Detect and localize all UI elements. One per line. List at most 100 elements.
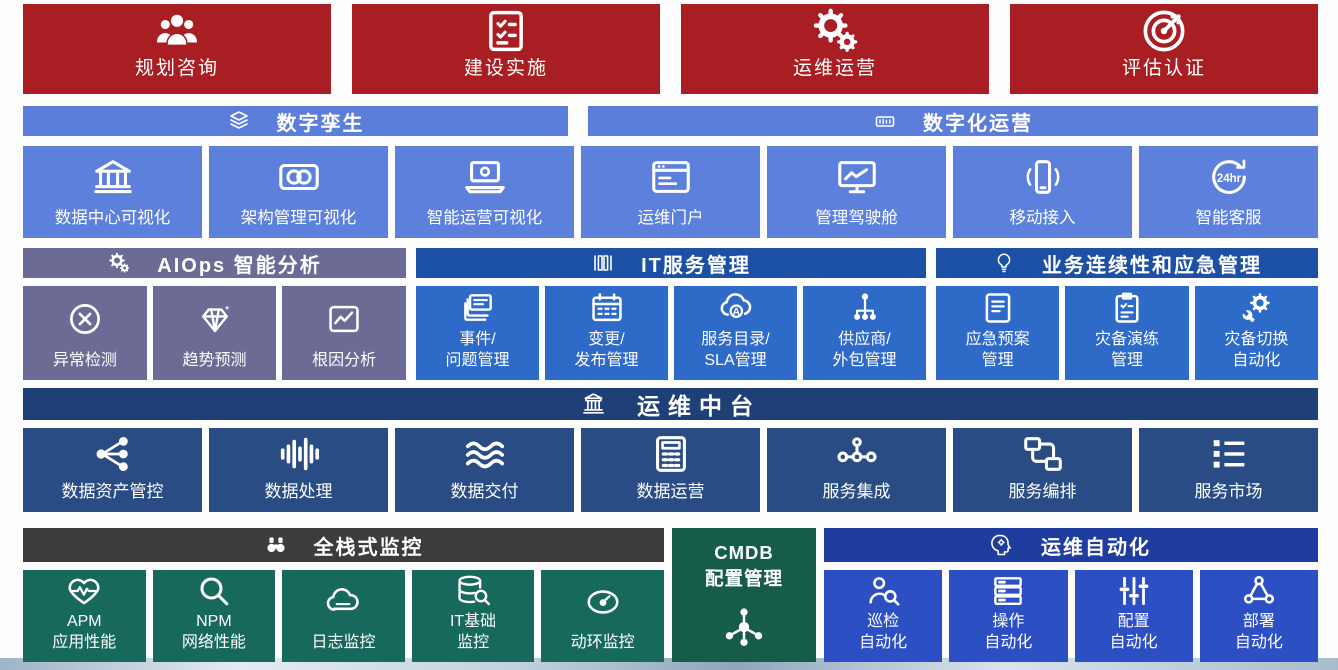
block-label: NPM 网络性能 [181,613,246,652]
document-icon [936,286,1059,330]
gear-wrench-icon [1195,286,1318,330]
block-facility-monitoring: 动环监控 [541,570,664,662]
block-label: 服务编排 [1008,481,1077,501]
waves-icon [395,428,574,481]
header-bcm: 业务连续性和应急管理 [936,248,1318,278]
block-label: 日志监控 [311,634,376,652]
cloud-disk-icon [282,570,405,633]
header-ops-automation: 运维自动化 [824,528,1318,562]
block-label: 动环监控 [570,634,635,652]
block-vendor-outsourcing-mgmt: 供应商/ 外包管理 [803,286,926,380]
itsm-group: 事件/ 问题管理 变更/ 发布管理 A 服务目录/ SLA管理 供应商/ 外包管… [416,286,926,380]
cmdb-label: CMDB 配置管理 [704,542,783,589]
block-datacenter-visualization: 数据中心可视化 [23,146,202,238]
block-it-infra-monitoring: IT基础 监控 [411,570,535,662]
block-ops-portal: 运维门户 [581,146,760,238]
header-digital-twin: 数字孪生 [23,106,568,136]
block-operation-automation: 操作 自动化 [949,570,1068,662]
svg-text:24hr: 24hr [1216,173,1241,185]
users-icon [23,4,331,57]
calculator-icon [581,428,760,481]
phase-operations: 运维运营 [681,4,989,94]
block-label: 配置 自动化 [1109,613,1158,652]
block-label: 服务集成 [822,481,891,501]
block-label: 巡检 自动化 [859,613,908,652]
analysis-block-row: 异常检测 趋势预测 根因分析 事件/ 问题管理 变更/ 发布管理 A 服 [23,286,1318,380]
header-label: IT服务管理 [641,254,751,277]
phase-label: 运维运营 [792,58,877,80]
calendar-icon [545,286,668,330]
phase-label: 评估认证 [1121,58,1206,80]
header-label: AIOps 智能分析 [157,254,322,277]
block-label: 数据交付 [450,481,519,501]
checklist-icon [352,4,660,57]
block-label: IT基础 监控 [449,613,497,652]
platform-band-row: 运维中台 [23,388,1318,420]
visualization-block-row: 数据中心可视化 架构管理可视化 智能运营可视化 运维门户 管理驾驶舱 移动接入 … [23,146,1318,238]
aiops-group: 异常检测 趋势预测 根因分析 [23,286,407,380]
block-label: 灾备切换 自动化 [1224,331,1289,370]
block-management-cockpit: 管理驾驶舱 [767,146,946,238]
block-trend-prediction: 趋势预测 [152,286,277,380]
block-label: 变更/ 发布管理 [574,331,639,370]
clipboard-check-icon [1065,286,1188,330]
head-gear-icon [991,533,1015,557]
chart-box-icon [282,286,406,351]
block-label: 数据中心可视化 [54,208,171,227]
heartbeat-icon [23,570,146,612]
block-service-integration: 服务集成 [767,428,946,512]
laptop-gear-icon [395,146,574,208]
block-label: 服务目录/ SLA管理 [701,331,770,370]
band-ops-middle-platform: 运维中台 [23,388,1318,420]
block-label: 服务市场 [1194,481,1263,501]
block-label: 管理驾驶舱 [815,208,898,227]
person-search-icon [824,570,942,612]
block-label: 根因分析 [312,352,377,370]
block-label: 数据运营 [636,481,705,501]
block-intelligent-service: 24hr 智能客服 [1139,146,1318,238]
block-data-delivery: 数据交付 [395,428,574,512]
block-data-processing: 数据处理 [209,428,388,512]
block-label: 部署 自动化 [1234,613,1283,652]
block-mobile-access: 移动接入 [953,146,1132,238]
bank-icon [23,146,202,208]
monitor-chart-icon [767,146,946,208]
band-label: 运维中台 [637,393,761,419]
block-apm: APM 应用性能 [23,570,146,662]
block-service-catalog-sla: A 服务目录/ SLA管理 [674,286,797,380]
binoculars-icon [264,533,288,557]
phase-evaluation-certification: 评估认证 [1010,4,1318,94]
phase-construction-implementation: 建设实施 [352,4,660,94]
block-dr-switch-automation: 灾备切换 自动化 [1194,286,1318,380]
phase-label: 规划咨询 [134,58,219,80]
block-label: 供应商/ 外包管理 [832,331,897,370]
header-label: 数字化运营 [923,112,1033,135]
block-label: 架构管理可视化 [240,208,357,227]
cloud-a-icon: A [674,286,797,330]
list-icon [1139,428,1318,481]
layers-icon [227,109,251,133]
pavilion-icon [580,391,607,418]
browser-window-icon [581,146,760,208]
bcm-group: 应急预案 管理 灾备演练 管理 灾备切换 自动化 [936,286,1318,380]
mobile-signal-icon [953,146,1132,208]
block-npm: NPM 网络性能 [152,570,276,662]
gem-icon [153,286,277,351]
gears-icon [107,251,131,275]
block-label: 异常检测 [52,352,117,370]
header-label: 数字孪生 [276,112,365,135]
gauge-icon [541,570,664,633]
header-digital-operations: 数字化运营 [588,106,1318,136]
block-label: 应急预案 管理 [965,331,1030,370]
block-log-monitoring: 日志监控 [282,570,405,662]
block-label: 智能客服 [1195,208,1262,227]
block-label: 智能运营可视化 [426,208,543,227]
target-icon [1010,4,1318,57]
platform-block-row: 数据资产管控 数据处理 数据交付 数据运营 服务集成 服务编排 服务市场 [23,428,1318,512]
database-search-icon [412,570,535,612]
header-itsm: IT服务管理 [416,248,926,278]
block-inspection-automation: 巡检 自动化 [824,570,943,662]
block-label: 数据资产管控 [61,481,164,501]
magnifier-icon [153,570,276,612]
